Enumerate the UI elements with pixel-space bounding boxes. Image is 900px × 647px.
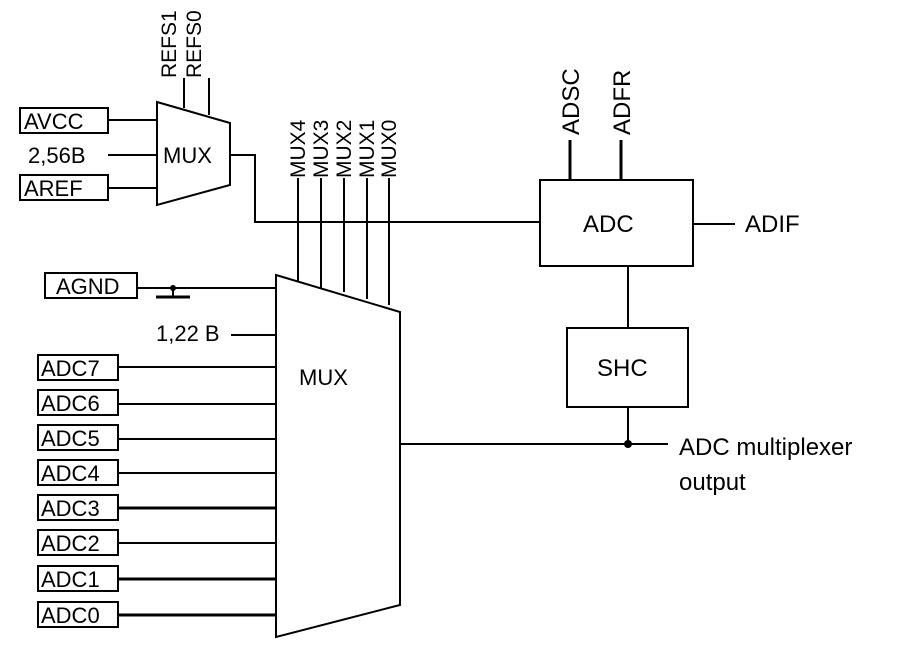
aref-pin-box	[19, 174, 109, 201]
adif-label: ADIF	[745, 211, 800, 238]
adc1-label: ADC1	[41, 567, 100, 592]
adsc-label: ADSC	[558, 68, 585, 135]
adc1-pin: ADC1	[37, 565, 276, 592]
input-mux-label: MUX	[299, 365, 348, 390]
avcc-pin: AVCC	[19, 107, 157, 134]
adc6-label: ADC6	[41, 391, 100, 416]
vref-2-56-label: 2,56B	[28, 143, 86, 168]
adc3-pin-box	[37, 494, 119, 521]
adc-block: ADC	[539, 179, 694, 267]
output-junction-dot	[624, 440, 632, 448]
input-mux-shape	[275, 273, 401, 639]
ref-mux: MUX	[156, 100, 231, 207]
adc0-pin: ADC0	[37, 601, 276, 628]
refs0-label: REFS0	[183, 10, 206, 78]
agnd-junction-dot	[170, 285, 176, 291]
adc-control-lines: ADSC ADFR	[558, 68, 636, 180]
adc5-label: ADC5	[41, 426, 100, 451]
adc2-pin: ADC2	[37, 529, 276, 556]
adc5-pin: ADC5	[37, 424, 276, 451]
adc4-pin-box	[37, 459, 119, 486]
adc4-label: ADC4	[41, 461, 100, 486]
aref-label: AREF	[24, 176, 83, 201]
shc-label: SHC	[597, 355, 648, 382]
adc1-pin-box	[37, 565, 119, 592]
input-mux: MUX	[275, 273, 401, 639]
bandgap-input: 1,22 B	[156, 321, 276, 346]
mux-output-label-line2: output	[679, 469, 746, 496]
shc-block: SHC	[566, 327, 689, 408]
adc2-pin-box	[37, 529, 119, 556]
avcc-label: AVCC	[24, 109, 84, 134]
adc0-label: ADC0	[41, 603, 100, 628]
agnd-label: AGND	[56, 274, 120, 299]
adc7-pin-box	[37, 354, 119, 381]
adc4-pin: ADC4	[37, 459, 276, 486]
refs1-label: REFS1	[158, 10, 181, 78]
mux2-label: MUX2	[333, 120, 356, 178]
vref-wire	[230, 154, 540, 223]
mux4-label: MUX4	[287, 119, 310, 178]
adfr-label: ADFR	[609, 70, 636, 135]
ref-mux-label: MUX	[163, 143, 212, 168]
adc0-pin-box	[37, 601, 119, 628]
avcc-pin-box	[19, 107, 109, 134]
shc-box	[566, 327, 689, 408]
adc6-pin: ADC6	[37, 389, 276, 416]
mux1-label: MUX1	[356, 120, 379, 178]
adc7-label: ADC7	[41, 356, 100, 381]
ref-mux-shape	[156, 100, 231, 207]
agnd-pin: AGND	[44, 272, 276, 299]
vref-2-56-input: 2,56B	[28, 143, 157, 168]
adc5-pin-box	[37, 424, 119, 451]
bandgap-label: 1,22 B	[156, 321, 220, 346]
mux3-label: MUX3	[310, 120, 333, 178]
adc2-label: ADC2	[41, 531, 100, 556]
ref-select-lines: REFS1 REFS0	[158, 10, 210, 115]
adc3-pin: ADC3	[37, 494, 276, 521]
aref-pin: AREF	[19, 174, 157, 201]
adc3-label: ADC3	[41, 496, 100, 521]
mux0-label: MUX0	[378, 120, 401, 178]
adif-output: ADIF	[693, 211, 800, 238]
adc6-pin-box	[37, 389, 119, 416]
mux-output-label-line1: ADC multiplexer	[679, 434, 852, 461]
mux-output: ADC multiplexer output	[400, 434, 852, 496]
agnd-pin-box	[44, 272, 138, 299]
adc-label: ADC	[583, 211, 634, 238]
mux-select-lines: MUX4 MUX3 MUX2 MUX1 MUX0	[287, 119, 401, 305]
adc7-pin: ADC7	[37, 354, 276, 381]
